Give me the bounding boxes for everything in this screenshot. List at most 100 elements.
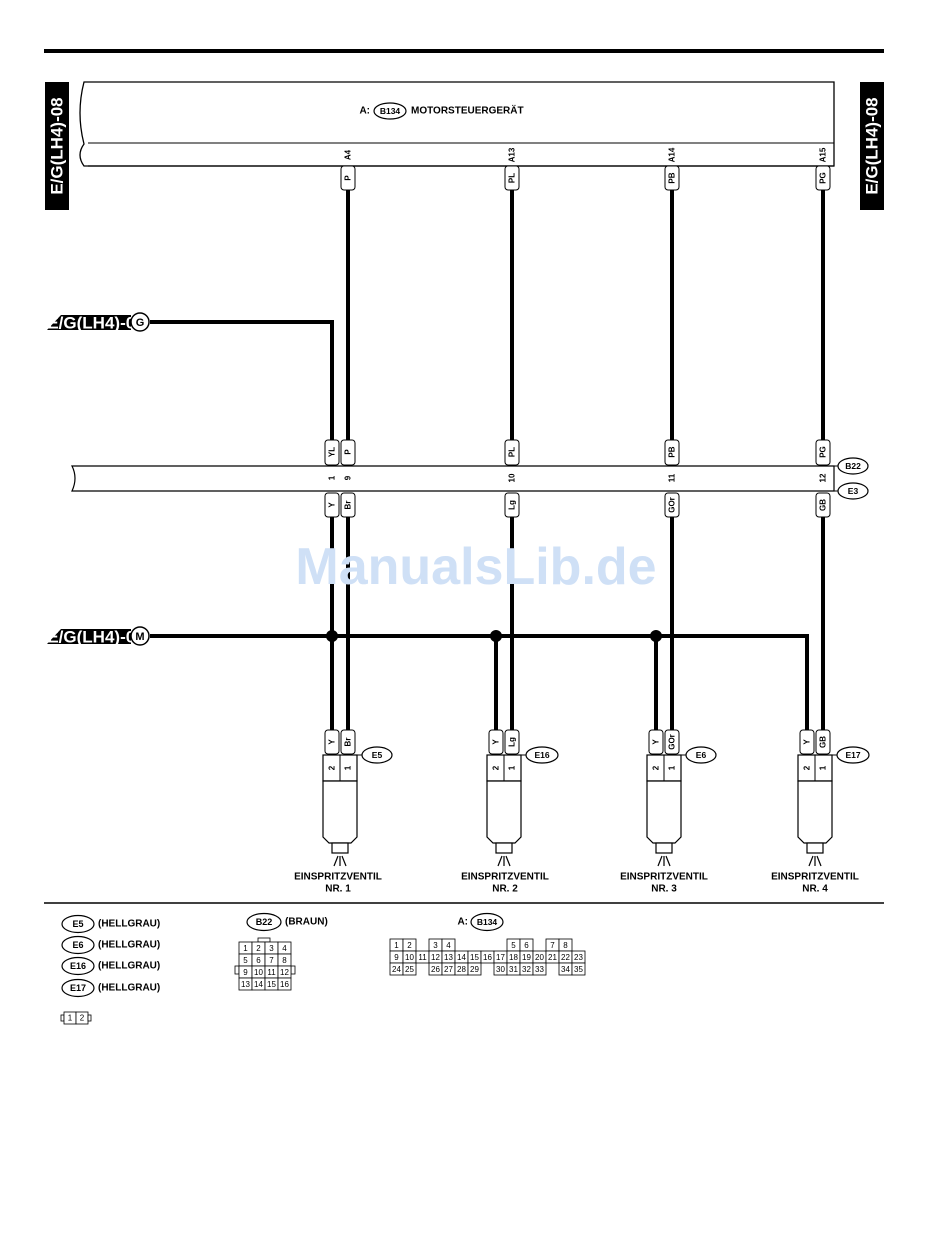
harness-upper-color: PB [668, 446, 677, 457]
legend-connector-desc: (HELLGRAU) [98, 983, 160, 994]
junction-dot [326, 630, 338, 642]
ecu-pin-a14: A14 PB [664, 147, 680, 191]
pin-cell [277, 977, 292, 991]
harness-junction: B22 E3 [71, 457, 869, 500]
pin-number: 19 [522, 953, 531, 962]
legend-connector-desc: (HELLGRAU) [98, 919, 160, 930]
harness-pin-number: 10 [508, 473, 517, 482]
harness-pin-number: 11 [668, 473, 677, 482]
ecu-connector-id: B134 [380, 106, 401, 116]
harness-wire-10: PL 10 Lg [504, 439, 520, 518]
wire-ref-m-bus [150, 634, 809, 730]
side-tab-right-text: E/G(LH4)-08 [863, 97, 882, 194]
pin-number: 12 [280, 968, 289, 977]
legend-b22-id: B22 [256, 917, 273, 927]
pin-number: 3 [433, 941, 438, 950]
ecu-pin-group: A4 P A13 PL A14 PB A15 PG [340, 147, 831, 191]
pin-number: 26 [431, 965, 440, 974]
injector-number: NR. 4 [802, 884, 828, 895]
legend-connector-list: E5 (HELLGRAU) E6 (HELLGRAU) E16 (HELLGRA… [61, 914, 160, 998]
harness-lower-badge [837, 482, 869, 500]
ecu-pin-number: A4 [344, 149, 353, 160]
ref-m[interactable]: E/G(LH4)-06 M [47, 626, 150, 647]
legend-connector-id: E16 [70, 961, 86, 971]
injector-connector-badge [685, 746, 717, 764]
legend-b134-prefix: A: [457, 917, 468, 928]
legend-2pin-number: 2 [80, 1014, 85, 1023]
injector-connector-id: E17 [845, 750, 860, 760]
pin-number: 15 [267, 980, 276, 989]
injector-label: EINSPRITZVENTIL [461, 872, 549, 883]
legend-connector-id: E6 [72, 940, 83, 950]
injector-wire-color: Y [492, 739, 501, 745]
injector-connector-id: E5 [372, 750, 383, 760]
harness-upper-id: B22 [845, 461, 861, 471]
injector-4: Y GB 2 1 E17 EINSPRITZVENTIL NR. 4 [771, 729, 870, 895]
injector-pin: 2 [328, 765, 337, 770]
injector-wire-color: Y [652, 739, 661, 745]
harness-wire-1: YL 1 Y [324, 439, 340, 518]
pin-number: 27 [444, 965, 453, 974]
injector-pin: 1 [819, 765, 828, 770]
injector-label: EINSPRITZVENTIL [294, 872, 382, 883]
pin-cell [571, 962, 586, 976]
pin-number: 1 [394, 941, 399, 950]
harness-lower-color: Y [328, 502, 337, 508]
injector-wire-color: Y [328, 739, 337, 745]
pin-number: 13 [241, 980, 250, 989]
injector-connector-badge [361, 746, 393, 764]
pin-number: 20 [535, 953, 544, 962]
pin-number: 16 [280, 980, 289, 989]
pin-number: 3 [269, 944, 274, 953]
pin-cell [532, 962, 547, 976]
injector-pin: 2 [652, 765, 661, 770]
ecu-pin-color: PB [668, 172, 677, 183]
pin-number: 34 [561, 965, 570, 974]
injector-number: NR. 2 [492, 884, 518, 895]
watermark: ManualsLib.de [295, 538, 656, 596]
ecu-pin-a15: A15 PG [815, 147, 831, 191]
pin-number: 14 [457, 953, 466, 962]
pin-number: 30 [496, 965, 505, 974]
pin-number: 2 [256, 944, 261, 953]
pin-number: 12 [431, 953, 440, 962]
pin-number: 4 [282, 944, 287, 953]
pin-cell [402, 962, 417, 976]
pin-number: 16 [483, 953, 492, 962]
harness-upper-color: PL [508, 447, 517, 457]
pin-number: 31 [509, 965, 518, 974]
legend-2pin-connector: 1 2 [60, 1011, 92, 1025]
pin-number: 11 [418, 953, 427, 962]
pin-number: 35 [574, 965, 583, 974]
legend-b22-desc: (BRAUN) [285, 917, 328, 928]
pin-number: 24 [392, 965, 401, 974]
injector-connector-id: E16 [534, 750, 549, 760]
pin-number: 32 [522, 965, 531, 974]
harness-lower-color: GOr [668, 497, 677, 513]
top-rule [44, 49, 884, 53]
ref-m-text: E/G(LH4)-06 [47, 628, 144, 647]
harness-pin-number: 12 [819, 473, 828, 482]
pin-number: 18 [509, 953, 518, 962]
ecu-pin-number: A13 [508, 147, 517, 162]
harness-wire-11: PB 11 GOr [664, 439, 680, 518]
injector-wire-color: GOr [668, 734, 677, 750]
pin-number: 6 [256, 956, 261, 965]
junction-dots [326, 630, 662, 642]
injector-wire-color: Y [803, 739, 812, 745]
ref-g[interactable]: E/G(LH4)-03 G [47, 312, 150, 333]
legend-b134-id: B134 [477, 917, 498, 927]
pin-number: 28 [457, 965, 466, 974]
injector-number: NR. 3 [651, 884, 677, 895]
ecu-prefix: A: [359, 106, 370, 117]
pin-number: 7 [550, 941, 555, 950]
pin-number: 5 [243, 956, 248, 965]
pin-number: 21 [548, 953, 557, 962]
pin-number: 7 [269, 956, 274, 965]
harness-upper-badge [837, 457, 869, 475]
injector-wire-color: Lg [508, 737, 517, 747]
ecu-title: MOTORSTEUERGERÄT [411, 104, 524, 117]
